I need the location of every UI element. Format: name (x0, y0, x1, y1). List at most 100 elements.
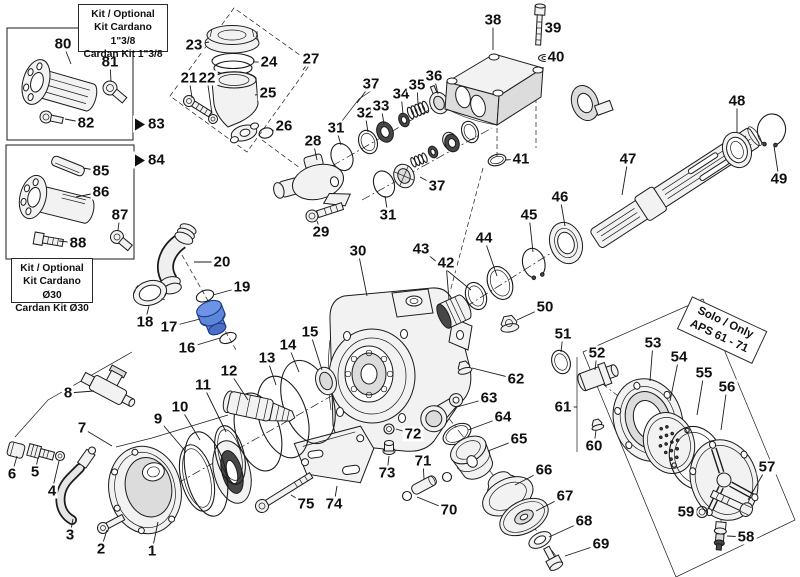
part-label-46: 46 (549, 188, 571, 206)
kit-label-line: Kit / Optional (20, 263, 84, 274)
part-label-12: 12 (218, 362, 240, 380)
part-74-bracket (293, 425, 375, 484)
part-label-60: 60 (583, 437, 605, 455)
part-41-oring (487, 153, 507, 167)
part-label-8: 8 (61, 384, 75, 402)
part-label-70: 70 (438, 501, 460, 519)
part-29-bolt (305, 202, 345, 223)
kit-marker-number: 83 (148, 115, 165, 133)
part-label-52: 52 (586, 344, 608, 362)
kit-cardan-o30-label-box: Kit / Optional Kit Cardano Ø30 Cardan Ki… (11, 258, 93, 314)
part-39-head-bolt (534, 3, 546, 46)
part-label-66: 66 (533, 461, 555, 479)
part-label-63: 63 (478, 389, 500, 407)
part-10-oring (183, 431, 229, 517)
part-6-sleeve (6, 441, 26, 459)
part-label-43: 43 (410, 240, 432, 258)
part-label-30: 30 (347, 242, 369, 260)
part-label-24: 24 (258, 53, 280, 71)
part-75-bolt (255, 472, 314, 513)
part-12-ring (233, 392, 283, 472)
part-label-62: 62 (505, 370, 527, 388)
part-label-81: 81 (99, 53, 121, 71)
part-3-lever (55, 446, 97, 525)
part-9-ring (178, 444, 216, 512)
part-label-44: 44 (473, 229, 495, 247)
part-label-7: 7 (75, 419, 89, 437)
part-8-valve-fitting (80, 364, 136, 407)
part-label-27: 27 (300, 50, 322, 68)
part-62-nut (457, 360, 473, 375)
part-1-cover (108, 445, 182, 535)
part-label-37: 37 (426, 177, 448, 195)
part-label-51: 51 (552, 325, 574, 343)
part-label-50: 50 (534, 298, 556, 316)
crank-parts-behind-head (570, 85, 614, 121)
part-label-31: 31 (377, 206, 399, 224)
part-45-circlip (521, 247, 546, 281)
part-87-bolt (110, 230, 133, 252)
right-triangle-icon (135, 154, 145, 166)
part-56-spoke-cover (689, 439, 759, 521)
part-label-15: 15 (299, 323, 321, 341)
part-label-29: 29 (310, 223, 332, 241)
part-69-bolt (543, 545, 564, 571)
part-label-87: 87 (109, 206, 131, 224)
part-60-nut (591, 418, 605, 431)
part-label-74: 74 (323, 495, 345, 513)
part-label-40: 40 (545, 48, 567, 66)
kit-label-line: Cardan Kit Ø30 (15, 303, 89, 315)
part-label-28: 28 (302, 132, 324, 150)
part-label-59: 59 (675, 503, 697, 521)
part-label-65: 65 (508, 430, 530, 448)
part-label-75: 75 (295, 495, 317, 513)
part-label-33: 33 (370, 97, 392, 115)
part-label-16: 16 (176, 339, 198, 357)
part-label-20: 20 (211, 253, 233, 271)
part-19-oring (195, 289, 215, 303)
kit-marker-83: 83 (133, 115, 167, 133)
kit-marker-number: 84 (148, 151, 165, 169)
part-15-seal (315, 366, 337, 396)
part-label-56: 56 (716, 378, 738, 396)
part-42-bushing (436, 294, 472, 329)
part-label-3: 3 (63, 526, 77, 544)
part-52-plug (577, 361, 619, 392)
part-13-ring (256, 375, 310, 459)
part-81-bolt (102, 80, 128, 104)
part-label-9: 9 (151, 410, 165, 428)
part-label-67: 67 (554, 487, 576, 505)
part-82-bolt (39, 110, 64, 125)
part-label-10: 10 (169, 398, 191, 416)
part-label-38: 38 (482, 11, 504, 29)
kit-marker-84: 84 (133, 151, 167, 169)
kit-label-line: Kit Cardano 1"3/8 (94, 22, 152, 47)
part-label-34: 34 (390, 85, 412, 103)
part-label-26: 26 (273, 117, 295, 135)
part-57-bolt (709, 489, 754, 517)
part-50-nut (500, 314, 520, 333)
part-label-54: 54 (668, 348, 690, 366)
part-label-36: 36 (423, 67, 445, 85)
part-86-flanged-shaft (18, 174, 95, 224)
part-25-reservoir-body (210, 71, 259, 144)
part-label-73: 73 (376, 464, 398, 482)
part-label-86: 86 (90, 183, 112, 201)
part-5-fitting (26, 443, 56, 461)
part-label-25: 25 (257, 84, 279, 102)
part-70-orings (401, 471, 453, 502)
part-label-58: 58 (735, 528, 757, 546)
kit-cardan-138-label-box: Kit / Optional Kit Cardano 1"3/8 Cardan … (78, 4, 168, 60)
part-label-53: 53 (642, 334, 664, 352)
part-label-68: 68 (573, 512, 595, 530)
part-label-22: 22 (196, 69, 218, 87)
part-label-21: 21 (178, 69, 200, 87)
part-label-6: 6 (5, 465, 19, 483)
part-label-42: 42 (435, 254, 457, 272)
part-51-ring (551, 349, 571, 375)
part-label-69: 69 (590, 535, 612, 553)
part-label-1: 1 (145, 542, 159, 560)
part-label-13: 13 (256, 349, 278, 367)
